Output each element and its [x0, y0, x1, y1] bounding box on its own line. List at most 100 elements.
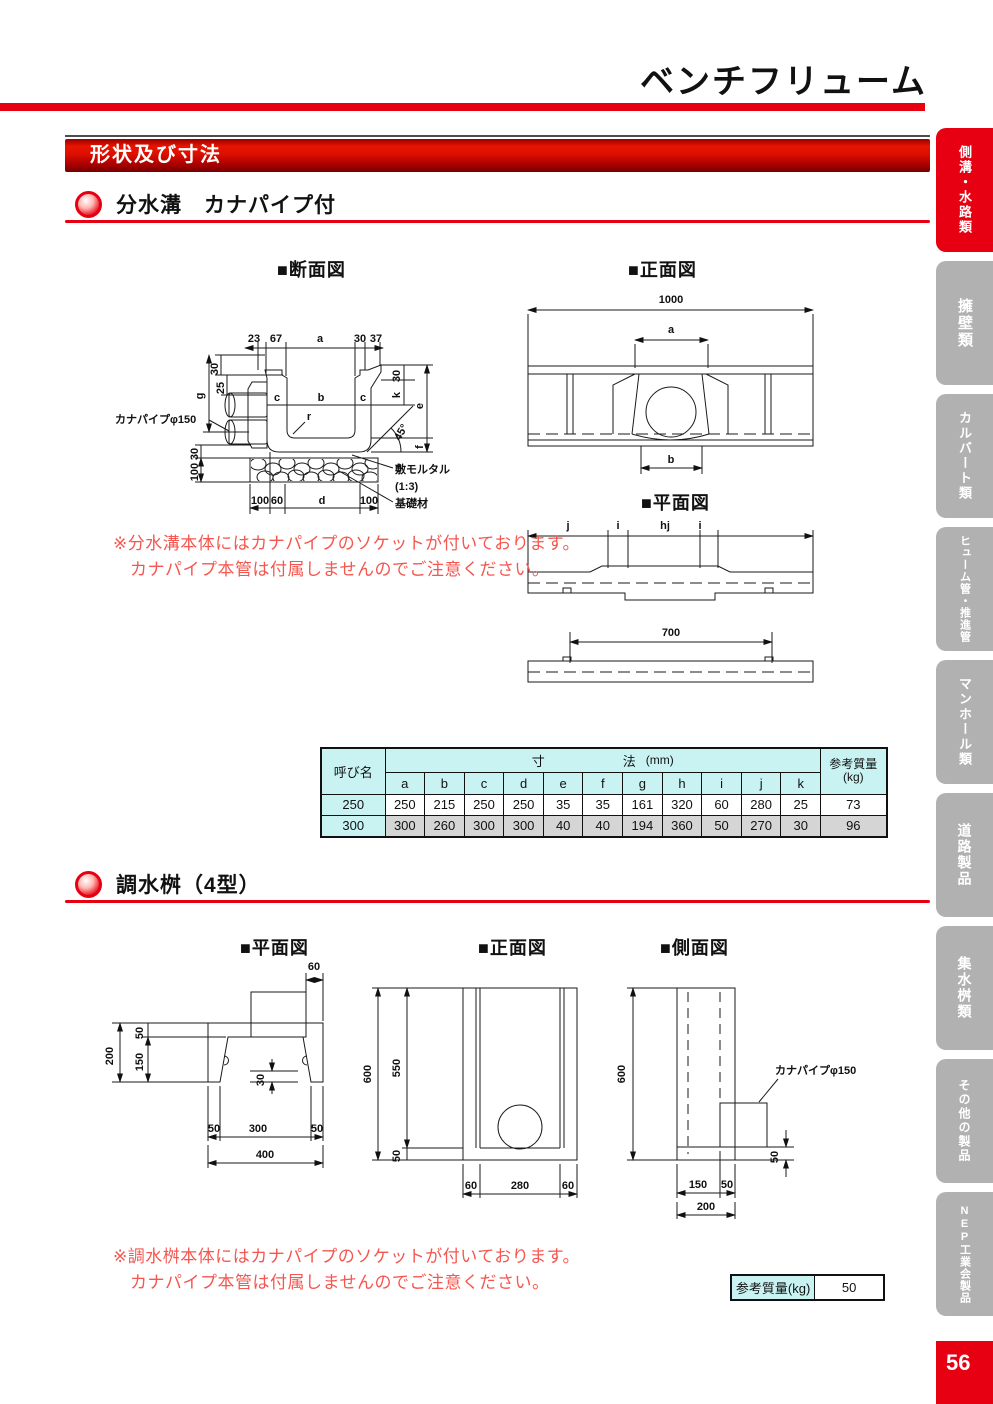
section-banner: 形状及び寸法 [65, 139, 930, 172]
dim-label: 30 [354, 333, 366, 345]
sidebar-tab-yoheki[interactable]: 擁壁類 [936, 261, 993, 385]
dim-label: 100 [189, 463, 201, 481]
section2-underline [65, 900, 930, 903]
foundation-callout-label: 基礎材 [394, 496, 428, 510]
dim-label: 25 [215, 382, 227, 394]
banner-topline [65, 135, 930, 137]
dim-label: 60 [465, 1180, 477, 1192]
dim-label: 550 [391, 1059, 403, 1077]
flume-plan-body [527, 565, 814, 683]
dim-label: b [318, 392, 325, 404]
dim-label: 30 [189, 448, 201, 460]
dim-label: 60 [308, 961, 320, 973]
dim-label: 150 [689, 1179, 707, 1191]
dimension-lines [195, 342, 433, 514]
dim-label: 50 [721, 1179, 733, 1191]
pipe-opening [645, 386, 697, 438]
kana-pipe [224, 392, 268, 445]
dim-label: i [698, 520, 701, 532]
dimension-lines [527, 530, 814, 663]
front-view-drawing: 1000 a b [527, 294, 814, 474]
fig-label-cross-section: ■断面図 [277, 260, 346, 280]
dim-label: f [414, 445, 426, 449]
basin-front-body [462, 987, 578, 1161]
mortar-ratio-label: (1:3) [395, 481, 419, 493]
fig-label-side2: ■側面図 [660, 938, 729, 958]
page-title: ベンチフリューム [640, 63, 927, 101]
dimension-labels: 1000 a b [659, 294, 683, 466]
sidebar-tab-culvert[interactable]: カルバート類 [936, 394, 993, 518]
pipe-callout-label: カナパイプφ150 [115, 412, 196, 426]
dim-label: r [307, 411, 312, 423]
pipe-callout-label: カナパイプφ150 [775, 1063, 856, 1077]
bullet-icon [75, 191, 102, 218]
plan-view-drawing: j i hj i 700 [527, 520, 814, 683]
fig-label-plan2: ■平面図 [240, 938, 309, 958]
pipe-socket-hatch [250, 991, 307, 1038]
dimension-labels: 600 カナパイプφ150 50 150 50 200 [616, 1063, 856, 1213]
pipe-opening [497, 1104, 543, 1150]
sidebar-tab-sonota[interactable]: その他の製品 [936, 1059, 993, 1183]
dim-label: 23 [248, 333, 260, 345]
dim-label: a [317, 333, 324, 345]
dimension-labels: 600 550 50 60 280 60 [362, 1059, 574, 1192]
cross-section-drawing: 23 67 a 30 37 30 25 g 30 100 c b c r 30 … [115, 333, 450, 514]
dim-label: 100 [251, 495, 269, 507]
foundation-layer [249, 457, 379, 483]
dim-label: 30 [391, 370, 403, 382]
dim-label: 300 [249, 1123, 267, 1135]
basin-side-body [676, 987, 768, 1161]
dim-label: 150 [134, 1053, 146, 1071]
category-sidebar: 側溝・水路類 擁壁類 カルバート類 ヒューム管・推進管 マンホール類 道路製品 … [936, 0, 993, 1404]
dim-label: 50 [391, 1150, 403, 1162]
dim-label: 30 [209, 363, 221, 375]
fig-label-front2: ■正面図 [478, 938, 547, 958]
sidebar-tab-humekan[interactable]: ヒューム管・推進管 [936, 527, 993, 651]
dim-label: g [194, 393, 206, 400]
dim-label: 50 [311, 1123, 323, 1135]
sidebar-tab-shusuimasu[interactable]: 集水桝類 [936, 926, 993, 1050]
page-number: 56 [936, 1341, 993, 1404]
flume-front-body [527, 365, 814, 447]
section1-underline [65, 220, 930, 223]
dim-label: 50 [208, 1123, 220, 1135]
dimension-labels: 23 67 a 30 37 30 25 g 30 100 c b c r 30 … [115, 333, 450, 510]
dim-label: hj [660, 520, 670, 532]
mass-label: 参考質量(kg) [730, 1274, 816, 1301]
dimension-lines [372, 987, 578, 1198]
flume-body [247, 364, 382, 453]
col-header-dims: 寸 法 (mm) [384, 747, 822, 773]
dim-label: e [414, 403, 426, 409]
dim-label: 37 [370, 333, 382, 345]
mortar-callout-label: 敷モルタル [395, 462, 450, 476]
section2-title: 調水桝（4型） [116, 874, 261, 897]
dimension-lines [112, 973, 324, 1168]
bullet-icon [75, 871, 102, 898]
dim-label: 280 [511, 1180, 529, 1192]
sidebar-tab-nep[interactable]: NEP工業会製品 [936, 1192, 993, 1316]
dim-label: 30 [255, 1074, 267, 1086]
sidebar-tab-manhole[interactable]: マンホール類 [936, 660, 993, 784]
note-line: ※分水溝本体にはカナパイプのソケットが付いております。 [113, 534, 581, 553]
fig-label-plan1: ■平面図 [641, 493, 710, 513]
sidebar-tab-sokko-suiro[interactable]: 側溝・水路類 [936, 128, 993, 252]
dimension-table: 呼び名 寸 法 (mm) 参考質量 (kg) a b c d e f g h i [320, 747, 888, 838]
dim-label: 67 [270, 333, 282, 345]
dim-label: 600 [616, 1065, 628, 1083]
fig-label-front1: ■正面図 [628, 260, 697, 280]
dimension-lines [527, 307, 814, 474]
basin-plan-body [207, 991, 324, 1083]
dim-label: 200 [104, 1047, 116, 1065]
table-row: 300 300 260 300 300 40 40 194 360 50 270… [320, 814, 888, 837]
dim-label: 100 [360, 495, 378, 507]
dim-label: d [319, 495, 326, 507]
dim-label: 60 [271, 495, 283, 507]
dimension-labels: 60 200 50 150 30 50 300 50 400 [104, 961, 323, 1161]
dimension-labels: j i hj i 700 [565, 520, 701, 639]
kana-pipe-hatch [719, 1102, 768, 1148]
note-line: カナパイプ本管は付属しませんのでご注意ください。 [130, 560, 550, 579]
note-1: ※分水溝本体にはカナパイプのソケットが付いております。 カナパイプ本管は付属しま… [113, 531, 580, 583]
dim-label: c [360, 392, 366, 404]
sidebar-tab-doro[interactable]: 道路製品 [936, 793, 993, 917]
